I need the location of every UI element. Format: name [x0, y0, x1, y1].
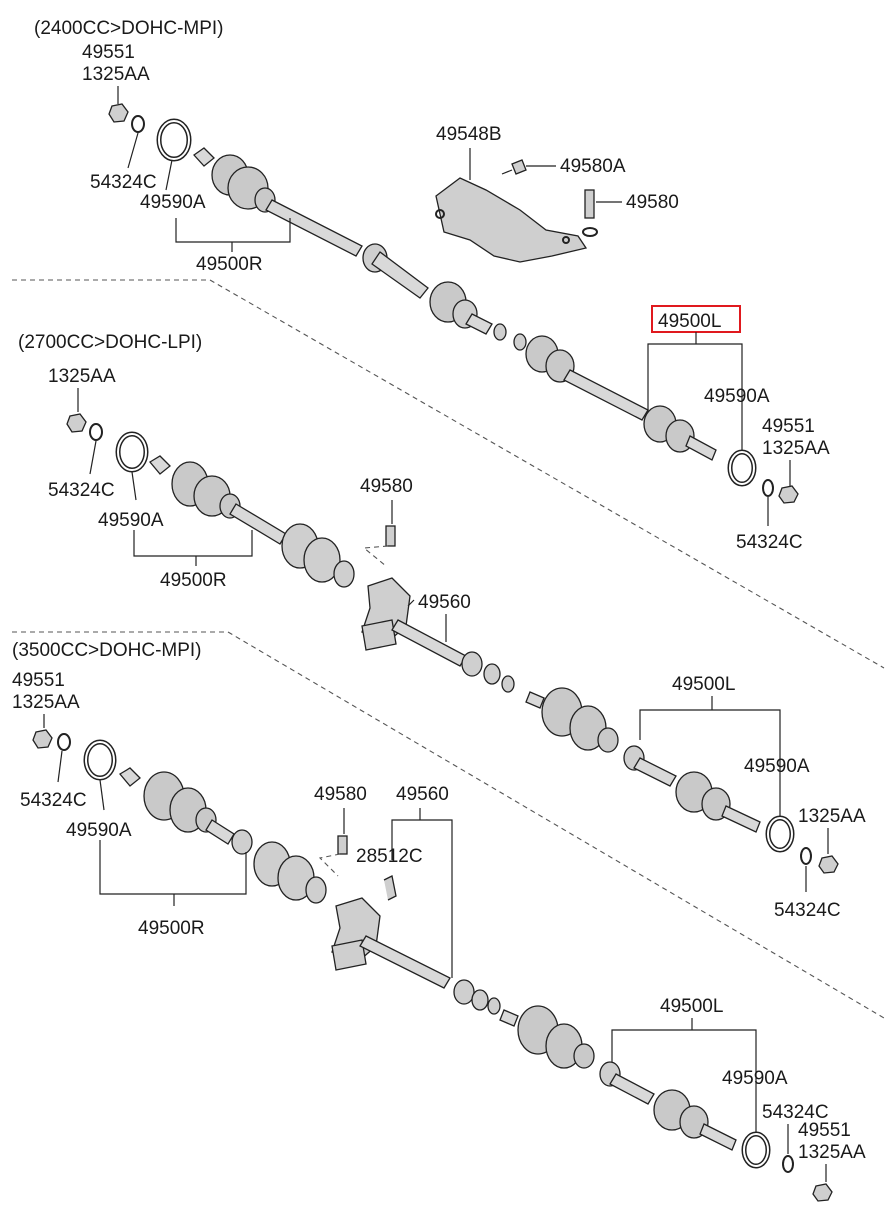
part-label-49500r[interactable]: 49500R [160, 570, 227, 591]
section-divider-1 [12, 279, 885, 669]
washer-icon [800, 847, 812, 865]
part-label-49500l-highlighted[interactable]: 49500L [658, 311, 721, 332]
center-bearing-bracket [361, 577, 411, 651]
drive-shaft-right [119, 767, 327, 904]
part-label-49500l[interactable]: 49500L [660, 996, 723, 1017]
bolt-icon [584, 189, 595, 219]
part-label-49551[interactable]: 49551 [798, 1120, 851, 1141]
drive-shaft-right [193, 147, 717, 461]
engine-label: (2700CC>DOHC-LPI) [18, 332, 202, 353]
part-label-49590a[interactable]: 49590A [722, 1068, 788, 1089]
part-label-49560[interactable]: 49560 [396, 784, 449, 805]
hex-nut-icon [818, 855, 839, 874]
part-label-1325aa[interactable]: 1325AA [762, 438, 830, 459]
part-label-54324c[interactable]: 54324C [774, 900, 841, 921]
part-label-49551[interactable]: 49551 [762, 416, 815, 437]
part-label-49551[interactable]: 49551 [12, 670, 65, 691]
washer-icon [89, 423, 103, 441]
part-label-1325aa[interactable]: 1325AA [82, 64, 150, 85]
part-label-54324c[interactable]: 54324C [90, 172, 157, 193]
part-label-49560[interactable]: 49560 [418, 592, 471, 613]
part-label-54324c[interactable]: 54324C [20, 790, 87, 811]
part-label-49580[interactable]: 49580 [314, 784, 367, 805]
section-3500cc: (3500CC>DOHC-MPI) 49551 1325AA 54324C 49… [12, 640, 866, 1202]
heat-shield-bracket [435, 177, 588, 263]
part-label-54324c[interactable]: 54324C [736, 532, 803, 553]
section-2700cc: (2700CC>DOHC-LPI) 1325AA 54324C 49590A 4… [18, 332, 866, 921]
part-label-49580a[interactable]: 49580A [560, 156, 626, 177]
part-label-49590a[interactable]: 49590A [66, 820, 132, 841]
part-label-49551[interactable]: 49551 [82, 42, 135, 63]
bolt-icon [385, 525, 396, 547]
part-label-1325aa[interactable]: 1325AA [798, 1142, 866, 1163]
washer-icon [782, 1155, 794, 1173]
engine-label: (3500CC>DOHC-MPI) [12, 640, 202, 661]
part-label-49500l[interactable]: 49500L [672, 674, 735, 695]
section-divider-2 [12, 631, 885, 1019]
part-label-49580[interactable]: 49580 [626, 192, 679, 213]
center-bearing-bracket [331, 897, 381, 971]
drive-shaft-left [359, 935, 737, 1151]
washer-icon [131, 115, 145, 133]
drive-shaft-left [391, 619, 761, 833]
part-label-54324c[interactable]: 54324C [48, 480, 115, 501]
bolt-icon [511, 159, 527, 175]
drive-shaft-right [149, 455, 355, 588]
part-label-49548b[interactable]: 49548B [436, 124, 502, 145]
hex-nut-icon [812, 1183, 833, 1202]
hex-nut-icon [778, 485, 799, 504]
part-label-49580[interactable]: 49580 [360, 476, 413, 497]
hex-nut-icon [108, 103, 129, 123]
section-2400cc: (2400CC>DOHC-MPI) 49551 1325AA 54324C 49… [34, 18, 830, 553]
clip-icon [383, 875, 397, 901]
washer-icon [57, 733, 71, 751]
washer-icon [762, 479, 774, 497]
part-label-54324c[interactable]: 54324C [762, 1102, 829, 1123]
part-label-49590a[interactable]: 49590A [704, 386, 770, 407]
engine-label: (2400CC>DOHC-MPI) [34, 18, 224, 39]
part-label-1325aa[interactable]: 1325AA [798, 806, 866, 827]
hex-nut-icon [32, 729, 53, 749]
part-label-49500r[interactable]: 49500R [196, 254, 263, 275]
part-label-49590a[interactable]: 49590A [98, 510, 164, 531]
part-label-49500r[interactable]: 49500R [138, 918, 205, 939]
hex-nut-icon [66, 413, 87, 433]
part-label-49590a[interactable]: 49590A [744, 756, 810, 777]
bolt-icon [337, 835, 348, 855]
part-label-1325aa[interactable]: 1325AA [12, 692, 80, 713]
part-label-1325aa[interactable]: 1325AA [48, 366, 116, 387]
part-label-28512c[interactable]: 28512C [356, 846, 423, 867]
part-label-49590a[interactable]: 49590A [140, 192, 206, 213]
